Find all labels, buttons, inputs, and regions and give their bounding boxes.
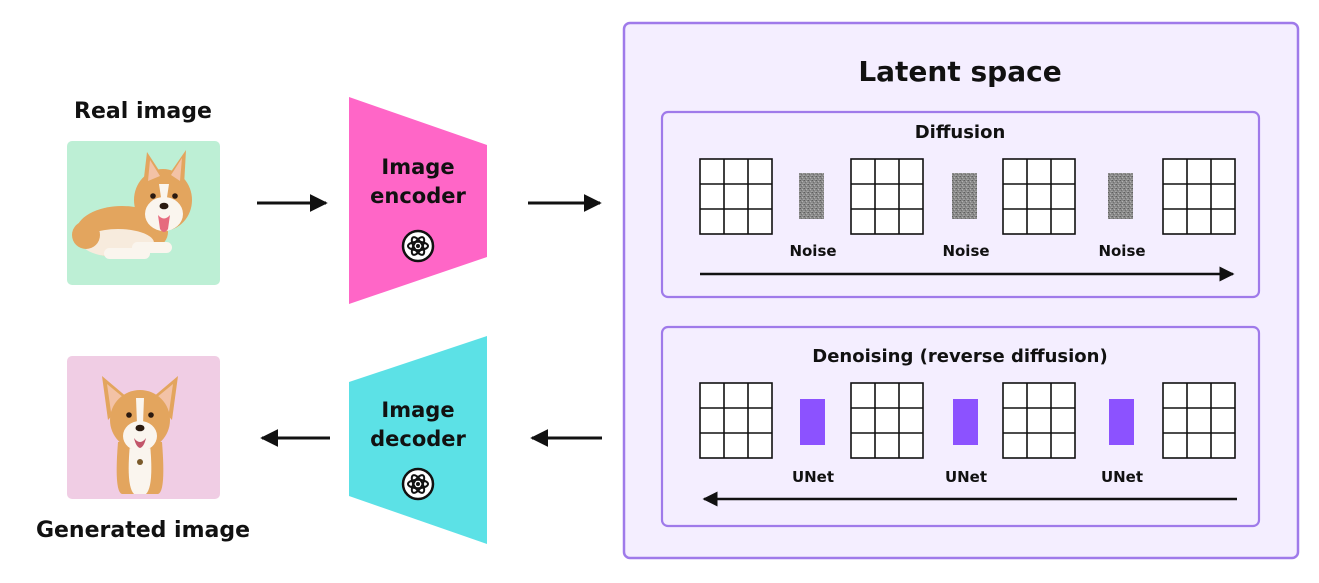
encoder-label-line1: Image <box>381 155 454 179</box>
latent-grid <box>850 382 924 459</box>
latent-space-panel: Latent space Diffusion Noise Noise Noise… <box>622 21 1300 560</box>
decoder-label-line2: decoder <box>370 427 466 451</box>
latent-grid <box>699 382 773 459</box>
unet-step-label: UNet <box>792 468 834 486</box>
diffusion-title: Diffusion <box>915 122 1006 143</box>
corgi-sitting-illustration <box>102 376 178 494</box>
latent-space-title: Latent space <box>858 55 1061 88</box>
denoising-title: Denoising (reverse diffusion) <box>812 346 1107 367</box>
latent-grid <box>699 158 773 235</box>
latent-grid <box>1002 158 1076 235</box>
latent-grid <box>1162 382 1236 459</box>
unet-block <box>953 399 978 445</box>
real-image-label: Real image <box>74 99 212 124</box>
noise-step-label: Noise <box>789 242 836 260</box>
unet-block <box>800 399 825 445</box>
atom-icon <box>401 229 435 263</box>
latent-grid <box>1002 382 1076 459</box>
generated-image-tile <box>67 356 220 499</box>
noise-block <box>952 173 977 219</box>
noise-block <box>1108 173 1133 219</box>
image-encoder-block: Image encoder <box>349 97 487 304</box>
unet-block <box>1109 399 1134 445</box>
latent-grid <box>1162 158 1236 235</box>
noise-step-label: Noise <box>1098 242 1145 260</box>
encoder-label-line2: encoder <box>370 184 466 208</box>
decoder-label-line1: Image <box>381 398 454 422</box>
atom-icon <box>401 467 435 501</box>
latent-grid <box>850 158 924 235</box>
unet-step-label: UNet <box>945 468 987 486</box>
real-image-tile <box>67 141 220 285</box>
unet-step-label: UNet <box>1101 468 1143 486</box>
image-decoder-block: Image decoder <box>349 336 487 544</box>
generated-image-label: Generated image <box>36 518 250 543</box>
corgi-lying-illustration <box>72 150 192 259</box>
denoising-box: Denoising (reverse diffusion) UNet UNet … <box>660 325 1261 528</box>
noise-step-label: Noise <box>942 242 989 260</box>
diffusion-box: Diffusion Noise Noise Noise <box>660 110 1261 299</box>
noise-block <box>799 173 824 219</box>
